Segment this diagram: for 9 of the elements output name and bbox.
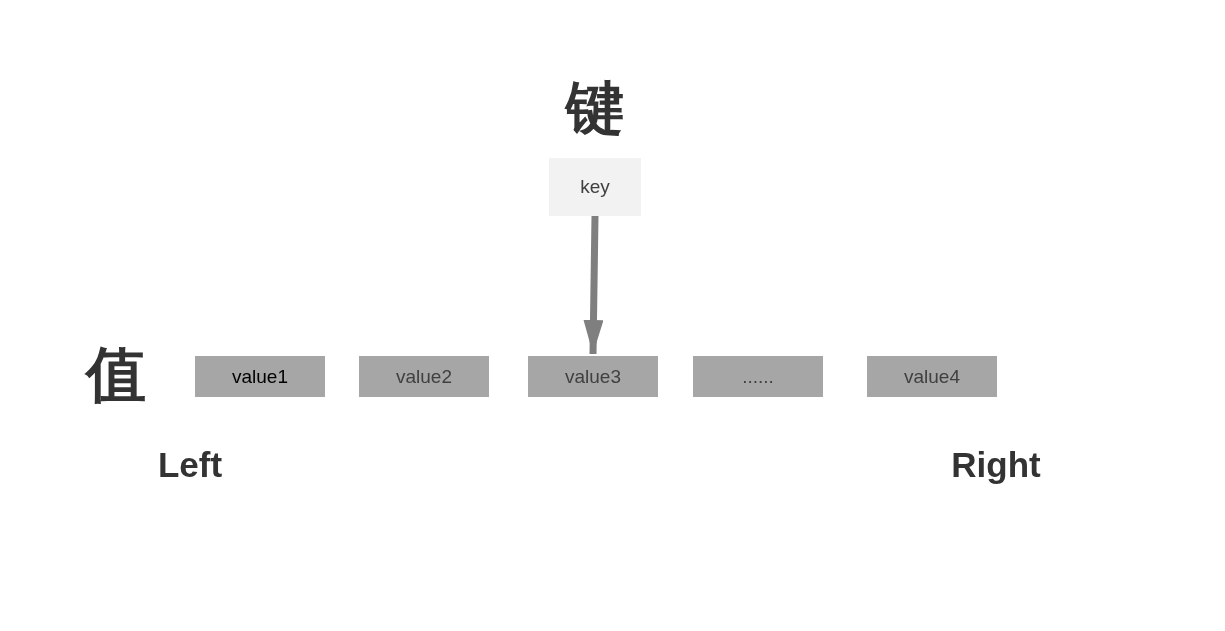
side-label: Right xyxy=(951,446,1041,482)
key-box: key xyxy=(549,158,641,216)
value-box: value4 xyxy=(867,356,997,397)
arrow xyxy=(583,215,604,355)
side-label: Left xyxy=(157,446,223,482)
value-box: ...... xyxy=(693,356,823,397)
value-box: value3 xyxy=(528,356,658,397)
value-box: value1 xyxy=(195,356,325,397)
value-box: value2 xyxy=(359,356,489,397)
